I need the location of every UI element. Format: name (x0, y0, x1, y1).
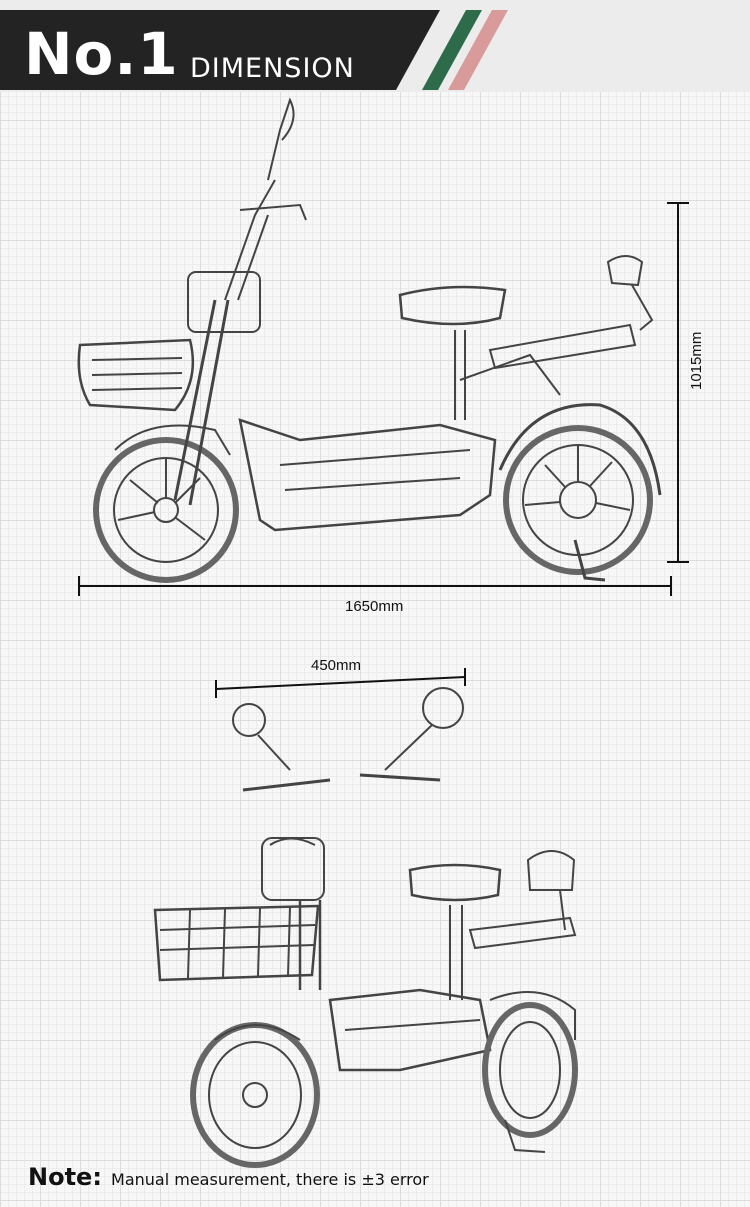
green-stripe (422, 10, 482, 90)
red-stripe (448, 10, 508, 90)
mirror-width-dimension-line (215, 668, 466, 698)
section-number: No.1 (24, 20, 179, 88)
title-banner: No.1 DIMENSION (0, 10, 508, 90)
front-view-scooter (153, 687, 578, 1168)
height-dimension-line (667, 202, 689, 563)
note-title: Note: (28, 1163, 102, 1191)
length-dimension-line (78, 576, 672, 596)
section-title: DIMENSION (190, 53, 355, 84)
header: No.1 DIMENSION (0, 0, 750, 92)
height-label: 1015mm (688, 331, 705, 390)
side-view-scooter (77, 97, 662, 583)
note-text: Manual measurement, there is ±3 error (111, 1170, 429, 1189)
mirror-width-label: 450mm (311, 657, 362, 674)
banner-shape (0, 10, 508, 90)
length-label: 1650mm (345, 598, 404, 615)
footnote: Note: Manual measurement, there is ±3 er… (28, 1163, 429, 1191)
